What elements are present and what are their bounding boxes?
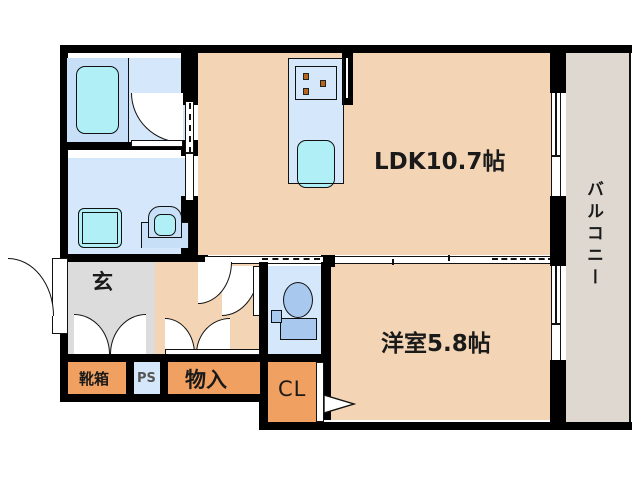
wall-bottom	[259, 422, 558, 430]
balcony-outer-line	[629, 52, 631, 430]
room-ldk-fill	[198, 52, 558, 255]
sliding-door-ldk-corridor-dash	[262, 258, 320, 260]
ps-band	[134, 362, 160, 394]
getabako-band	[68, 362, 126, 394]
wall-ps-right	[160, 354, 168, 402]
monoire-band	[168, 362, 260, 394]
wall-balcony-left-top	[558, 45, 566, 93]
balcony-sliding-door-ldk-leaf	[555, 93, 557, 156]
wall-balcony-top	[558, 45, 632, 53]
sliding-door-ldk-bedroom-l1	[392, 259, 394, 265]
wall-right-ldk-mid	[550, 196, 558, 266]
wall-washroom-bottom	[60, 254, 198, 262]
toilet-door-leaf	[253, 266, 260, 316]
label-balcony: バルコニー	[583, 180, 603, 290]
room-balcony-fill	[566, 52, 630, 430]
wall-getabako-right	[126, 354, 134, 402]
balcony-sliding-door-bedroom-leaf	[555, 266, 557, 324]
wash-basin-bowl	[154, 214, 176, 236]
balcony-sliding-door-ldk-stop	[551, 155, 561, 157]
toilet-bowl	[283, 282, 313, 318]
gas-stove	[295, 66, 337, 100]
sliding-door-washroom-dash	[189, 103, 191, 153]
wall-toilet-bedroom	[321, 262, 331, 420]
wall-storage-left	[60, 354, 68, 402]
balcony-sliding-door-bedroom-stop	[551, 323, 561, 325]
wall-balcony-left-mid	[558, 196, 566, 266]
closet-door-fold-icon[interactable]	[324, 393, 356, 415]
label-genkan: 玄	[92, 270, 113, 294]
monoire-door-leaf	[165, 349, 260, 355]
bath-bay-divider	[128, 58, 130, 142]
closet-door-leaf	[316, 362, 324, 422]
label-ldk: LDK10.7帖	[374, 149, 506, 175]
kitchen-sink	[297, 140, 335, 188]
entrance-door-swing[interactable]	[8, 258, 54, 316]
label-getabako: 靴箱	[79, 370, 110, 388]
wall-bath-wash-divider	[60, 142, 189, 150]
wall-balcony-left-bot	[558, 360, 566, 430]
burner-3-icon	[303, 88, 309, 95]
burner-2-icon	[320, 80, 326, 87]
toilet-tank	[280, 318, 317, 340]
wall-water-ldk-upper	[181, 45, 198, 105]
closet-cl-fill	[268, 362, 316, 422]
wall-right-bed-bottom	[550, 360, 558, 430]
toilet-flush-lever-icon	[271, 310, 282, 323]
wall-closet-left	[259, 354, 268, 430]
wall-top	[60, 45, 558, 53]
bath-door-leaf	[131, 140, 183, 147]
label-cl: CL	[278, 377, 307, 401]
sliding-door-ldk-bedroom-dash	[492, 258, 554, 260]
label-bedroom: 洋室5.8帖	[381, 331, 491, 357]
burner-1-icon	[303, 73, 309, 80]
sliding-door-ldk-bedroom[interactable]	[335, 256, 558, 264]
wall-ldk-bottom-left	[198, 255, 208, 263]
washing-machine-pan-inner	[82, 212, 118, 244]
bathtub	[76, 66, 119, 134]
wall-right-ldk-top	[550, 45, 558, 93]
wall-corridor-toilet	[259, 262, 268, 354]
wall-toilet-bottom	[259, 354, 331, 362]
room-bedroom-fill	[323, 262, 558, 420]
wall-balcony-bottom	[558, 422, 632, 430]
label-ps: PS	[137, 371, 156, 386]
label-monoire: 物入	[185, 368, 227, 392]
wall-left-upper	[60, 45, 68, 262]
entrance-door-frame	[52, 258, 68, 334]
kitchen-wall-stub-line	[346, 58, 348, 98]
kitchen-counter-outline	[288, 58, 344, 184]
sliding-door-washroom-leaf	[185, 152, 194, 154]
sliding-door-ldk-bedroom-l2	[448, 255, 450, 261]
